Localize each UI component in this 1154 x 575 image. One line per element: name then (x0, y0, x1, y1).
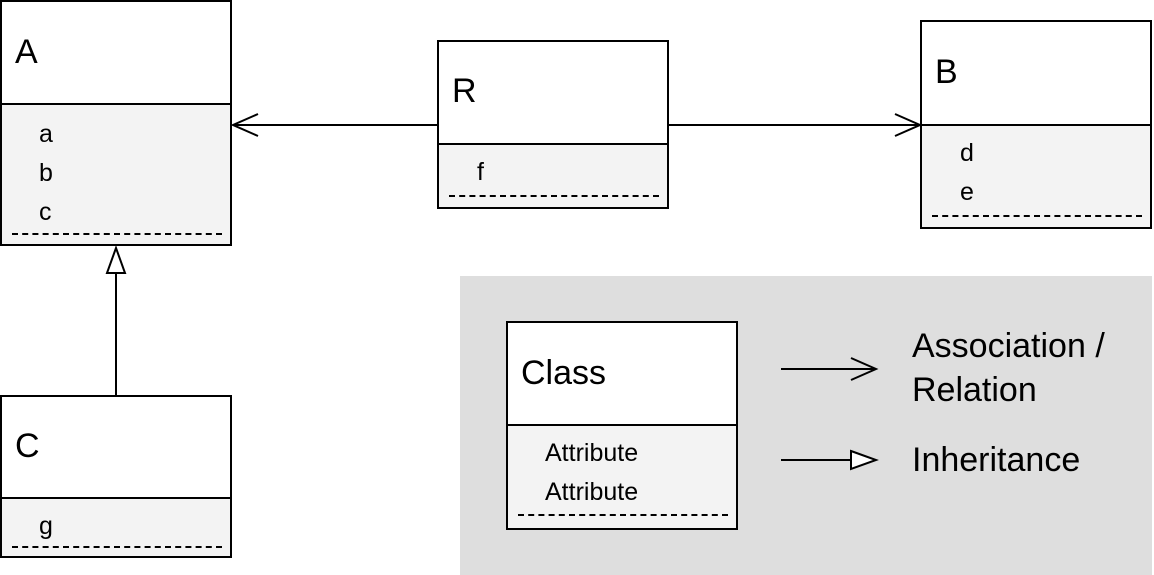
legend-class-methods-separator (518, 514, 728, 516)
class-a-methods-separator (12, 233, 222, 235)
class-c: C g (0, 395, 232, 558)
class-b: B d e (920, 20, 1152, 229)
class-a-attribute: c (39, 198, 52, 226)
class-b-name: B (935, 53, 958, 91)
legend-inheritance-label: Inheritance (912, 441, 1081, 479)
class-b-methods-separator (932, 215, 1142, 217)
class-b-attributes: d e (922, 126, 1150, 227)
legend-class-header: Class (508, 323, 736, 426)
legend-association-label-line2: Relation (912, 371, 1037, 409)
class-c-name: C (15, 427, 40, 465)
legend-class-box: Class Attribute Attribute (506, 321, 738, 530)
legend-symbols (781, 357, 879, 471)
legend-class-name: Class (521, 354, 607, 392)
class-r: R f (437, 40, 669, 209)
class-b-attribute: e (960, 178, 974, 206)
legend-class-attributes: Attribute Attribute (508, 426, 736, 528)
class-r-methods-separator (449, 195, 659, 197)
class-a-header: A (2, 2, 230, 105)
legend-class-attribute: Attribute (545, 478, 639, 506)
class-a-attribute: b (39, 159, 53, 187)
class-b-header: B (922, 22, 1150, 126)
class-c-attributes: g (2, 499, 230, 556)
class-a-attribute: a (39, 120, 53, 148)
class-a-name: A (15, 33, 38, 71)
legend-inheritance-arrowhead (850, 449, 879, 471)
legend-panel: Class Attribute Attribute Association / … (460, 276, 1152, 575)
class-c-attribute: g (39, 512, 53, 540)
legend-class-attribute: Attribute (545, 439, 639, 467)
legend-association-label-line1: Association / (912, 327, 1105, 365)
class-r-header: R (439, 42, 667, 145)
class-c-header: C (2, 397, 230, 499)
class-a: A a b c (0, 0, 232, 246)
class-r-attribute: f (477, 158, 484, 186)
class-b-attribute: d (960, 139, 974, 167)
class-r-name: R (452, 72, 477, 110)
class-r-attributes: f (439, 145, 667, 207)
association-r-to-a-arrowhead (230, 113, 259, 137)
inheritance-c-to-a-arrowhead (105, 245, 127, 274)
class-a-attributes: a b c (2, 105, 230, 244)
legend-association-arrowhead (850, 357, 879, 381)
class-c-methods-separator (12, 546, 222, 548)
